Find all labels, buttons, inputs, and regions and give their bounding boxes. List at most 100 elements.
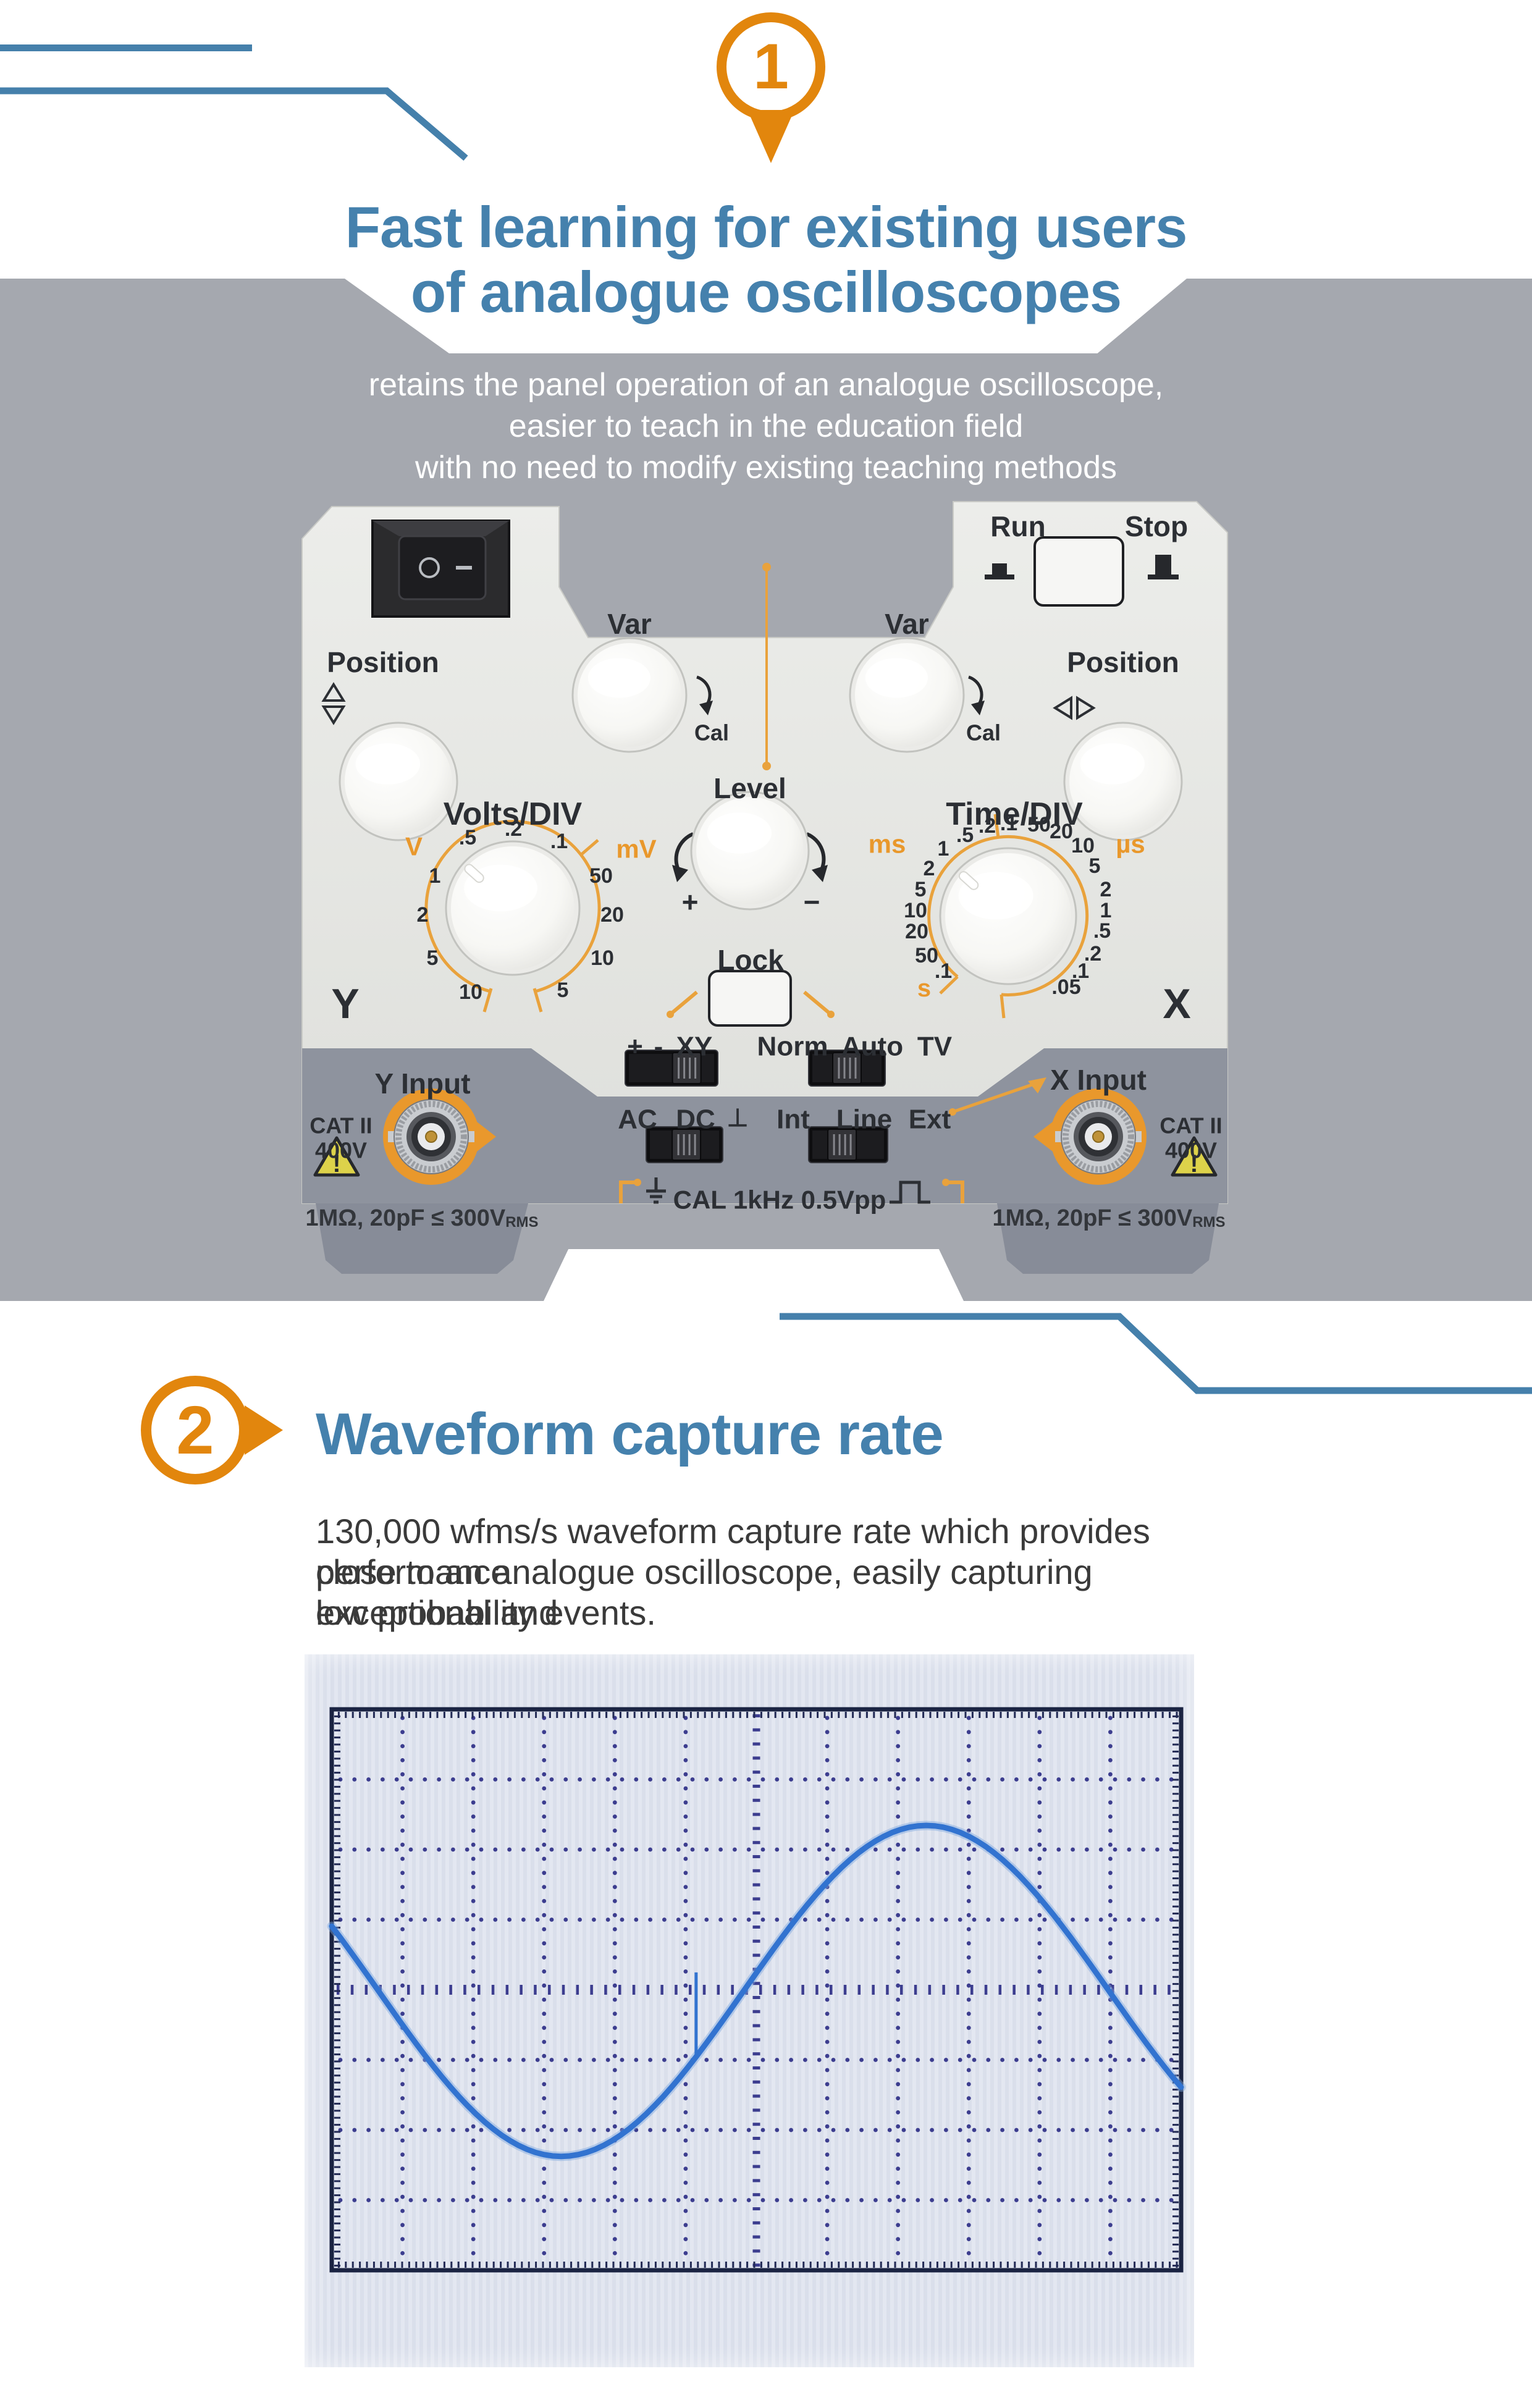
slide-switch	[646, 1126, 723, 1163]
impedance-label: 1MΩ, 20pF ≤ 300VRMS	[992, 1205, 1225, 1231]
ground-icon	[646, 1177, 666, 1204]
panel-label: ⊥	[727, 1105, 749, 1132]
panel-label: +	[627, 1032, 643, 1062]
volts-div-scale-value: .5	[459, 826, 476, 849]
panel-label: CAT II	[1160, 1113, 1222, 1139]
graticule-grid	[337, 1714, 1174, 2267]
section1-title-line1: Fast learning for existing users	[345, 195, 1188, 259]
time-div-scale-value: 1	[1100, 899, 1112, 922]
ext-to-xinput-arrow	[949, 1077, 1046, 1116]
panel-label: AC	[618, 1105, 657, 1135]
time-div-scale-value: 2	[924, 857, 935, 880]
volts-div-scale-arc	[424, 820, 601, 1012]
volts-div-scale-value: 20	[600, 903, 624, 927]
y-position-arrows-icon	[321, 682, 346, 725]
time-div-scale-value: ms	[869, 830, 906, 859]
time-div-scale-value: .5	[1093, 919, 1111, 943]
top-left-decoration-lines	[0, 44, 468, 161]
slide-switch	[625, 1050, 718, 1087]
svg-text:!: !	[332, 1150, 340, 1177]
time-div-scale-value: 2	[1100, 878, 1112, 901]
time-div-scale-value: 20	[905, 920, 928, 943]
knob	[939, 847, 1077, 985]
time-div-scale-value: 5	[915, 878, 927, 901]
volts-div-scale-value: 10	[459, 980, 482, 1004]
panel-label: Cal	[966, 720, 1001, 746]
section1-badge: 1	[717, 12, 825, 167]
run-released-icon	[985, 563, 1014, 579]
bnc-connector	[383, 1088, 496, 1185]
volts-div-scale-value: .1	[550, 830, 568, 853]
slide-switch	[808, 1050, 886, 1087]
panel-label: Volts/DIV	[444, 796, 583, 832]
warning-icon: !	[313, 1136, 360, 1177]
level-arrowheads	[672, 865, 828, 882]
warning-icon: !	[1171, 1136, 1218, 1177]
volts-div-scale-value: V	[405, 832, 423, 861]
section2-paragraph-line3: low probability events.	[316, 1593, 656, 1632]
knob	[690, 791, 810, 911]
volts-div-scale-value: 10	[591, 946, 614, 970]
panel-label: Y Input	[374, 1067, 470, 1100]
graticule-edge-ticks	[334, 1712, 1179, 2268]
time-div-scale-value: .2	[1084, 942, 1101, 966]
time-div-scale-value: 1	[938, 837, 949, 861]
waveform-screen-photo	[305, 1654, 1194, 2367]
panel-label: Lock	[717, 944, 784, 976]
time-div-scale-value: 20	[1050, 820, 1073, 843]
time-div-scale-value: .5	[956, 823, 974, 847]
power-off-icon	[419, 557, 440, 578]
time-div-scale-value: 10	[904, 899, 927, 922]
badge2-number: 2	[176, 1392, 214, 1468]
squarewave-icon	[890, 1181, 930, 1204]
panel-label: Level	[713, 772, 786, 804]
time-div-scale-value: 50	[915, 944, 938, 967]
volts-div-scale-value: 1	[429, 864, 441, 888]
panel-label: 400V	[315, 1138, 367, 1163]
gray-band-top-notch	[345, 279, 1187, 353]
knob-pointer-notch	[958, 871, 979, 890]
time-div-scale-value: .05	[1051, 975, 1080, 999]
section1-paragraph-line1: retains the panel operation of an analog…	[368, 367, 1164, 403]
time-div-scale-value: µs	[1116, 830, 1145, 859]
time-div-scale-arc	[927, 814, 1089, 1019]
panel-label: Norm	[757, 1032, 828, 1062]
trigger-line-decoration	[762, 563, 771, 770]
panel-label: CAT II	[309, 1113, 372, 1139]
pin-tail-icon	[747, 110, 794, 163]
graticule-frame	[329, 1707, 1184, 2273]
badge1-number: 1	[753, 30, 789, 103]
section1-paragraph-line3: with no need to modify existing teaching…	[415, 450, 1117, 486]
panel-label: -	[654, 1032, 663, 1062]
section1-title-line2: of analogue oscilloscopes	[410, 259, 1122, 324]
panel-label: Position	[1067, 646, 1179, 678]
section2-badge: 2	[141, 1376, 289, 1484]
section2-title: Waveform capture rate	[316, 1401, 944, 1467]
panel-foot-right	[997, 1203, 1219, 1274]
section1-paragraph-line2: easier to teach in the education field	[508, 408, 1024, 444]
cal-bracket-icons	[619, 1179, 964, 1203]
mid-right-decoration-line	[780, 1313, 1532, 1394]
time-div-scale-value: .1	[1000, 812, 1017, 835]
stop-pressed-icon	[1148, 555, 1179, 579]
panel-label: X	[1163, 980, 1190, 1027]
panel-label: 400V	[1165, 1138, 1217, 1163]
time-div-scale-value: .1	[935, 959, 952, 983]
panel-label: Var	[607, 608, 652, 640]
time-div-scale-value: .2	[979, 814, 996, 838]
section2-paragraph-line1: 130,000 wfms/s waveform capture rate whi…	[316, 1512, 1150, 1591]
impedance-label: 1MΩ, 20pF ≤ 300VRMS	[305, 1205, 538, 1231]
power-switch	[371, 520, 510, 618]
panel-label: Line	[836, 1105, 892, 1135]
sine-waveform-trace	[329, 1822, 1184, 2160]
panel-label: TV	[917, 1032, 953, 1062]
panel-label: X Input	[1050, 1064, 1147, 1096]
panel-label: Ext	[909, 1105, 951, 1135]
panel-label: Cal	[694, 720, 729, 746]
knob	[445, 840, 581, 976]
panel-foot-left	[316, 1203, 528, 1274]
knob	[849, 637, 965, 753]
pin-tail-icon	[245, 1405, 283, 1455]
panel-label: Stop	[1125, 510, 1188, 542]
